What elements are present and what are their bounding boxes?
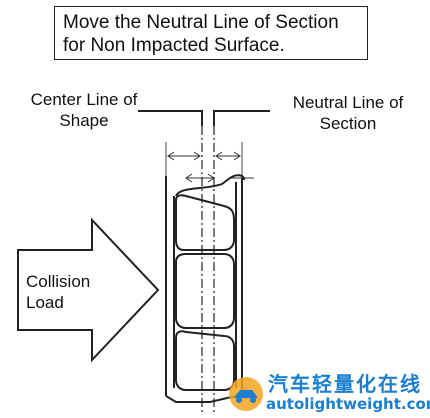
center-line-leader <box>138 110 203 126</box>
title-line-1: Move the Neutral Line of Section <box>63 12 339 33</box>
neutral-line-leader <box>213 110 270 126</box>
neutral-line-label-line-1: Neutral Line of <box>292 93 404 112</box>
title-line-2: for Non Impacted Surface. <box>63 35 285 56</box>
collision-load-label-line-2: Load <box>26 293 64 312</box>
watermark-line-2: autolightweight.com <box>266 395 430 413</box>
section-profile <box>165 174 245 403</box>
center-line-label-line-2: Shape <box>59 111 109 130</box>
neutral-line-label: Neutral Line of Section <box>278 92 418 134</box>
title-box: Move the Neutral Line of Section for Non… <box>54 6 368 60</box>
neutral-line-label-line-2: Section <box>319 114 377 133</box>
collision-load-label: Collision Load <box>26 271 136 313</box>
watermark: 汽车轻量化在线 autolightweight.com <box>226 372 430 416</box>
collision-load-label-line-1: Collision <box>26 272 91 291</box>
dimension-top <box>167 151 241 161</box>
collision-load-arrow <box>17 217 160 363</box>
watermark-line-1: 汽车轻量化在线 <box>268 372 422 396</box>
center-line-label-line-1: Center Line of <box>30 90 138 109</box>
center-line-label: Center Line of Shape <box>8 89 160 131</box>
car-logo-icon <box>229 377 263 411</box>
